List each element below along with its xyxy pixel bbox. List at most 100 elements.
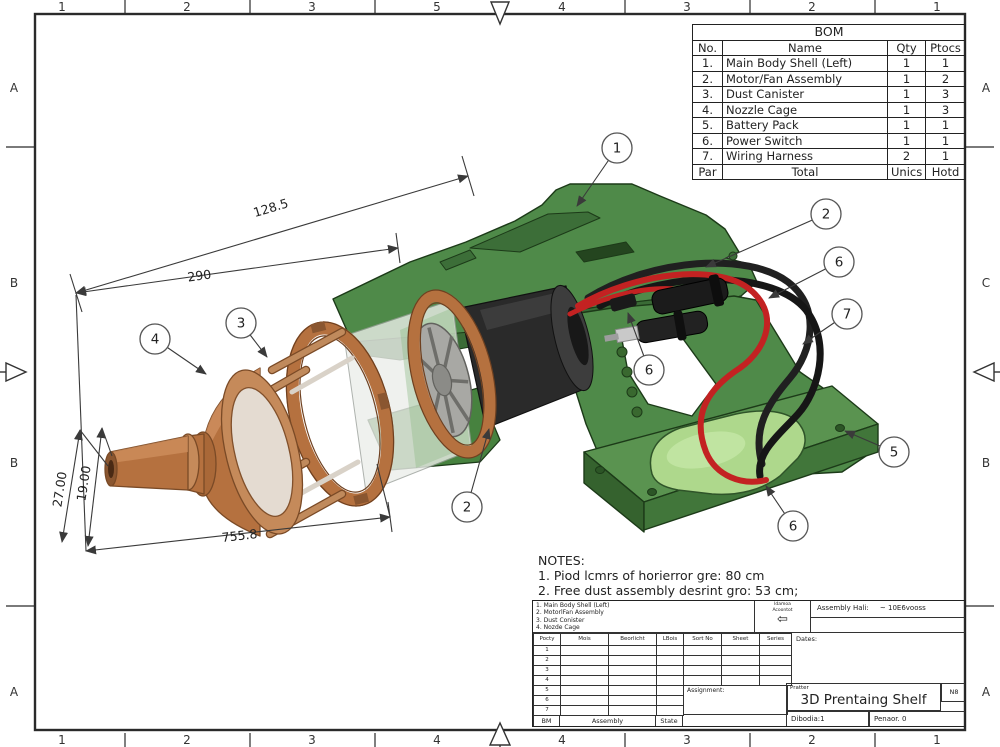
drawing-title: 3D Prentaing Shelf	[800, 692, 927, 708]
bom-header-row: No. Name Qty Ptocs	[692, 39, 967, 56]
zone-label: 1	[58, 0, 66, 14]
table-row: 4. Nozzle Cage 1 3	[692, 101, 967, 118]
zone-label: 5	[433, 0, 441, 14]
notes-block: NOTES: 1. Piod lcmrs of horierror gre: 8…	[538, 553, 798, 599]
bm-row: BM Assembly State	[533, 715, 683, 726]
revision-table: Pocty Mois Beorlicht LBois Sort No Sheet…	[533, 633, 792, 716]
empty-cell	[811, 618, 965, 633]
balloon-callout: 1	[601, 132, 633, 164]
notes-title: NOTES:	[538, 553, 585, 568]
zone-label: 2	[183, 733, 191, 747]
balloon-callout: 5	[878, 436, 910, 468]
dimensions	[59, 155, 475, 555]
balloon-callout: 3	[225, 307, 257, 339]
dim-label: 19.00	[73, 464, 93, 502]
balloon-callout: 4	[139, 323, 171, 355]
dim-label: 27.00	[49, 470, 69, 508]
table-row: 4	[533, 675, 792, 686]
dim-label: 128.5	[251, 195, 290, 220]
table-row: 1	[533, 645, 792, 656]
balloon-callout: 6	[633, 354, 665, 386]
bom-table: BOM No. Name Qty Ptocs 1. Main Body Shel…	[691, 24, 967, 180]
zone-label: C	[982, 276, 990, 290]
zone-label: 2	[183, 0, 191, 14]
table-row: 3	[533, 665, 792, 676]
assembly-hall-cell: Assembly Hali: ~ 10E6vooss	[811, 601, 965, 618]
svg-text:6: 6	[789, 519, 798, 535]
zone-label: 1	[58, 733, 66, 747]
zone-label: 4	[433, 733, 441, 747]
svg-text:6: 6	[645, 363, 654, 379]
zone-label: B	[10, 456, 18, 470]
svg-text:2: 2	[822, 207, 831, 223]
bom-title: BOM	[691, 24, 967, 41]
dim-label: 755.8	[221, 526, 258, 545]
balloon-callout: 7	[831, 298, 863, 330]
bom-header-qty: Qty	[887, 39, 926, 56]
note-line: 2. Free dust assembly desrint gro: 53 cm…	[538, 583, 799, 599]
drawing-title-cell: Pratter 3D Prentaing Shelf	[786, 683, 941, 711]
balloon-callout: 6	[823, 246, 855, 278]
zone-label: 2	[808, 733, 816, 747]
table-row: 3. Dust Canister 1 3	[692, 86, 967, 103]
zone-label: A	[982, 685, 991, 699]
bom-footer-row: Par Total Unics Hotd	[692, 163, 967, 180]
assignment-cell: Assignment:	[683, 685, 788, 715]
table-row: 5. Battery Pack 1 1	[692, 117, 967, 134]
svg-text:3: 3	[237, 316, 246, 332]
zone-label: B	[982, 456, 990, 470]
table-row: 7. Wiring Harness 2 1	[692, 148, 967, 165]
zone-label: 2	[808, 0, 816, 14]
zone-labels: 1 2 3 5 4 3 2 1 1 2 3 4 4 3 2 1 A B B A …	[10, 0, 991, 747]
barrel-connectors	[604, 274, 729, 344]
note-line: 1. Piod lcmrs of horierror gre: 80 cm	[538, 568, 765, 584]
balloon-callout: 6	[777, 510, 809, 542]
zone-label: A	[10, 81, 19, 95]
svg-text:7: 7	[843, 307, 852, 323]
zone-label: 3	[683, 733, 691, 747]
svg-text:5: 5	[890, 445, 899, 461]
balloon-callout: 2	[451, 491, 483, 523]
svg-text:2: 2	[463, 500, 472, 516]
projection-symbol-cell: Idamoa Acoontot ⇦	[755, 601, 811, 633]
power-switch	[609, 293, 637, 312]
nozzle-cone	[104, 367, 304, 537]
sheet-badge: N8	[941, 683, 965, 702]
field-right: Penaor. 0	[869, 711, 965, 726]
dim-label: 290	[187, 266, 213, 284]
table-row: 6. Power Switch 1 1	[692, 132, 967, 149]
printer-label: Pratter	[790, 685, 809, 691]
zone-label: 4	[558, 733, 566, 747]
svg-text:6: 6	[835, 255, 844, 271]
svg-text:4: 4	[151, 332, 160, 348]
table-row: 1. Main Body Shell (Left) 1 1	[692, 55, 967, 72]
zone-label: 1	[933, 0, 941, 14]
zone-label: 4	[558, 0, 566, 14]
title-block: 1. Main Body Shell (Left) 2. MotorlFan A…	[532, 600, 966, 727]
titleblock-parts-list: 1. Main Body Shell (Left) 2. MotorlFan A…	[533, 601, 755, 633]
zone-label: 3	[308, 733, 316, 747]
revision-header-row: Pocty Mois Beorlicht LBois Sort No Sheet…	[533, 633, 792, 646]
bom-header-no: No.	[692, 39, 723, 56]
balloons: 1 2 6 7 5 6 2 6 3 4	[139, 132, 910, 542]
zone-label: 3	[683, 0, 691, 14]
table-row: 2	[533, 655, 792, 666]
zone-label: B	[10, 276, 18, 290]
bom-header-name: Name	[722, 39, 888, 56]
zone-label: 1	[933, 733, 941, 747]
device-drawing	[104, 183, 879, 539]
projection-arrow-icon: ⇦	[777, 612, 788, 627]
balloon-callout: 2	[810, 198, 842, 230]
assembly-label: Assembly	[560, 715, 656, 726]
svg-text:1: 1	[613, 141, 622, 157]
state-label: State	[656, 715, 683, 726]
zone-label: A	[10, 685, 19, 699]
table-row: 2. Motor/Fan Assembly 1 2	[692, 70, 967, 87]
field-left: Dibodia:1	[786, 711, 869, 726]
zone-label: 3	[308, 0, 316, 14]
bom-header-procs: Ptocs	[924, 39, 967, 56]
bm-label: BM	[533, 715, 560, 726]
